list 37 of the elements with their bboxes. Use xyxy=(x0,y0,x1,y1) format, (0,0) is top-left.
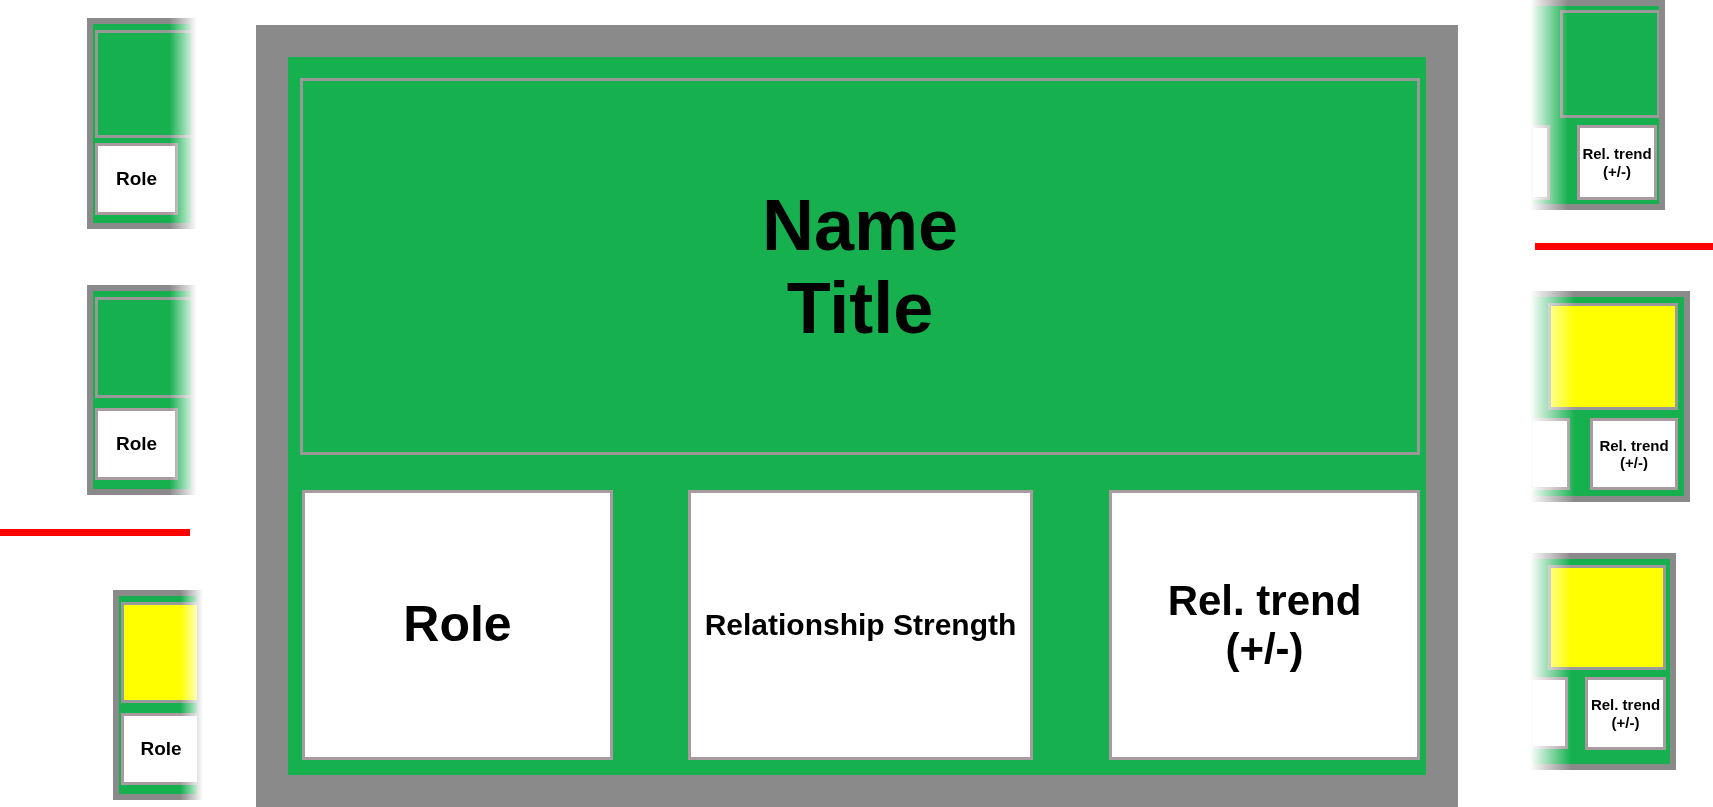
header-panel xyxy=(1548,565,1666,670)
field-label: Role xyxy=(115,168,158,190)
header-panel xyxy=(1548,303,1678,410)
field-box xyxy=(1530,418,1570,490)
field-box xyxy=(121,713,197,785)
header-panel xyxy=(1560,10,1659,118)
header-panel xyxy=(95,297,191,398)
field-label: Role xyxy=(115,433,158,455)
field-box xyxy=(1109,490,1420,760)
field-box xyxy=(302,490,613,760)
field-label: Rel. trend (+/-) xyxy=(1582,145,1652,180)
field-box xyxy=(1577,125,1657,200)
card-frame xyxy=(87,285,197,495)
field-label: Relationship Strength xyxy=(704,607,1017,643)
field-box xyxy=(1530,677,1568,749)
card-frame xyxy=(113,590,203,800)
field-box xyxy=(1585,677,1666,750)
field-label: Role xyxy=(403,596,512,654)
field-label: Role xyxy=(140,738,182,760)
field-label: Rel. trend (+/-) xyxy=(1590,696,1661,731)
header-text: Name xyxy=(761,183,959,267)
header-panel xyxy=(95,30,191,138)
card-frame xyxy=(1530,553,1676,770)
field-box xyxy=(688,490,1033,760)
card-frame xyxy=(256,25,1458,807)
field-box xyxy=(1530,125,1550,200)
field-label: Rel. trend (+/-) xyxy=(1166,576,1363,674)
header-panel xyxy=(121,602,197,703)
field-label: Rel. trend (+/-) xyxy=(1598,436,1670,472)
header-text: Title xyxy=(786,266,934,350)
card-frame xyxy=(87,18,197,229)
card-frame xyxy=(1530,291,1690,502)
field-box xyxy=(1590,418,1678,490)
field-box xyxy=(95,143,178,215)
card-frame xyxy=(1530,0,1665,210)
header-panel xyxy=(300,78,1420,455)
field-box xyxy=(95,408,178,480)
